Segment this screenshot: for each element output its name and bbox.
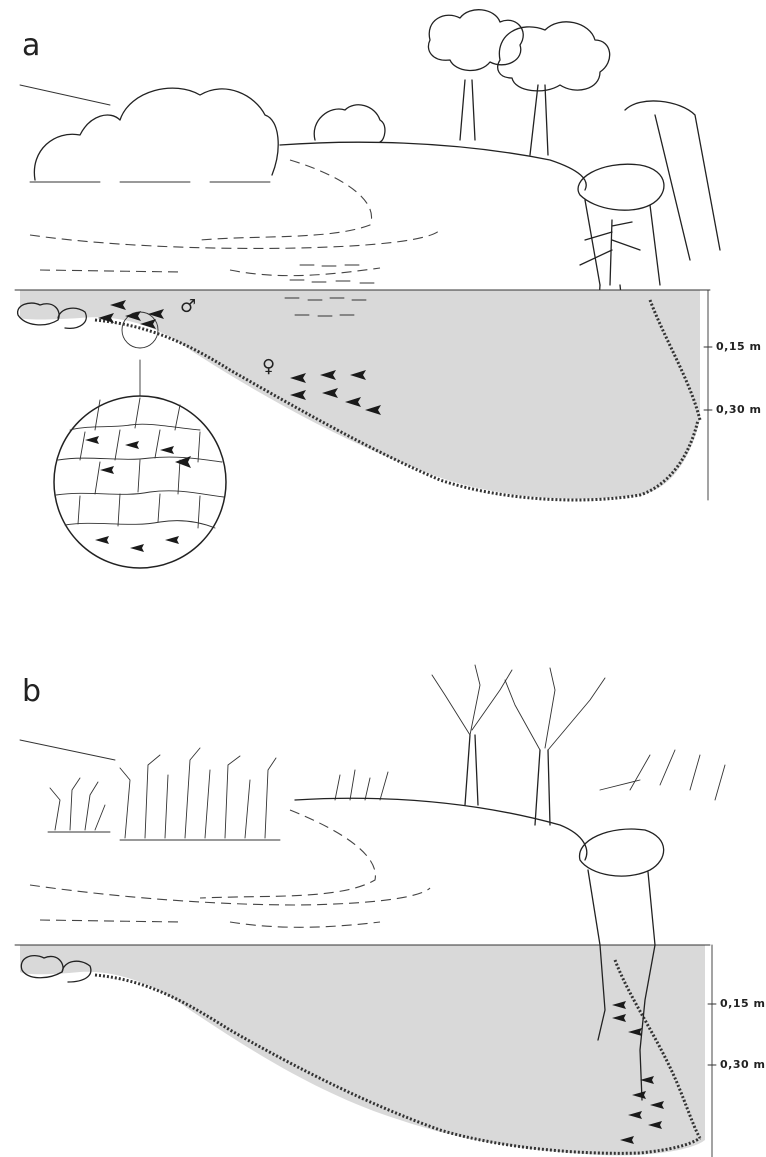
panel-a: a ♂ ♀ 0,15 m 0,30 m: [0, 0, 766, 590]
horizon-line: [20, 740, 115, 760]
panel-label-b: b: [22, 674, 41, 709]
bare-tree-icon: [505, 668, 605, 825]
depth-label-030: 0,30 m: [720, 1058, 765, 1071]
panel-b: b 0,15 m 0,30 m: [0, 660, 766, 1157]
horizon-line: [20, 85, 110, 105]
panel-a-illustration: [0, 0, 766, 590]
depth-label-015: 0,15 m: [720, 997, 765, 1010]
bare-bush-icon: [48, 748, 388, 840]
depth-label-030: 0,30 m: [716, 403, 761, 416]
zoom-inset: [54, 396, 226, 568]
bare-tree-icon: [432, 665, 512, 805]
depth-label-015: 0,15 m: [716, 340, 761, 353]
panel-b-illustration: [0, 660, 766, 1157]
tree-stump: [578, 101, 720, 285]
female-symbol: ♀: [262, 356, 275, 377]
bush-icon: [314, 105, 385, 142]
bush-icon: [34, 88, 278, 180]
tree-icon: [498, 22, 610, 155]
male-symbol: ♂: [180, 296, 196, 317]
panel-label-a: a: [22, 28, 40, 63]
tree-stump: [580, 750, 725, 945]
tree-icon: [428, 10, 523, 140]
